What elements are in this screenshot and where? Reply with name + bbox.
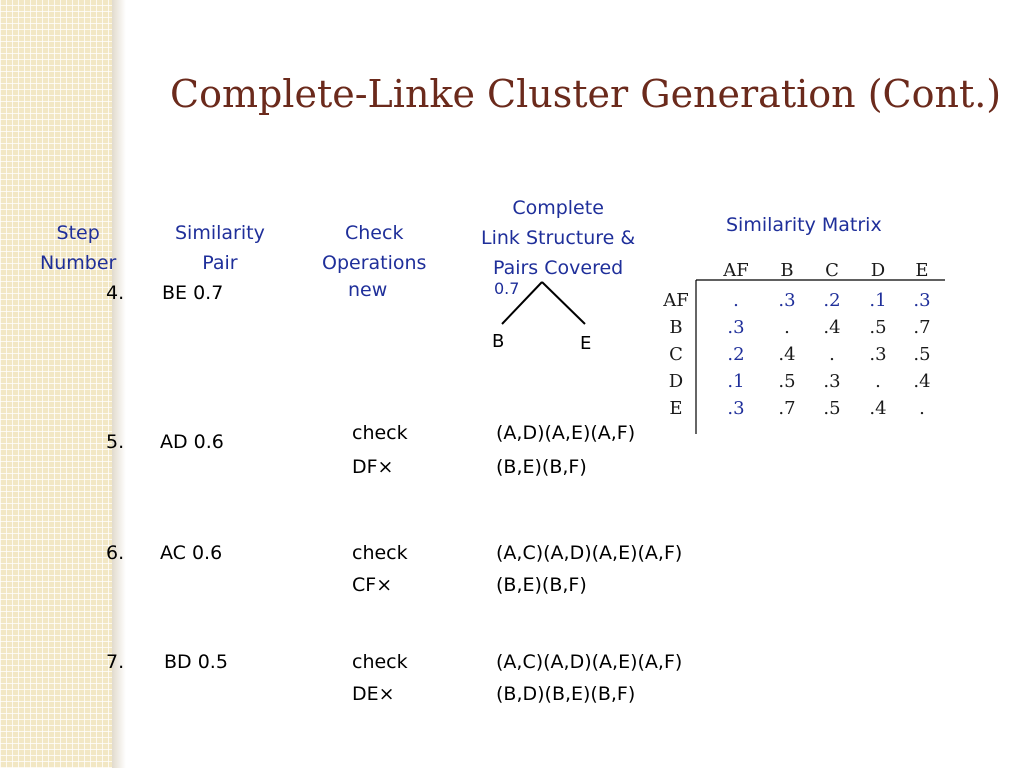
matrix-col-header: AF: [722, 260, 749, 281]
matrix-cell: .5: [778, 371, 795, 392]
header-complete-line1: Complete: [512, 197, 604, 219]
matrix-cell: .4: [913, 371, 930, 392]
header-complete-line3: Pairs Covered: [492, 257, 624, 279]
row4-step: 4.: [106, 282, 125, 304]
tree-value: 0.7: [494, 279, 519, 298]
header-check-operations: Check Operations: [322, 218, 426, 278]
matrix-cell: .5: [869, 317, 886, 338]
row4-pair: BE 0.7: [162, 282, 224, 304]
header-similarity-line2: Pair: [202, 252, 238, 274]
matrix-cell: .3: [778, 290, 795, 311]
matrix-cell: .3: [727, 398, 744, 419]
row6-pair: AC 0.6: [160, 542, 223, 564]
row6-step: 6.: [106, 542, 125, 564]
link-structure-tree: 0.7 B E: [480, 270, 620, 364]
row5-covered-b: (B,E)(B,F): [496, 456, 587, 478]
matrix-cell: .: [829, 344, 835, 365]
matrix-cell: .7: [913, 317, 930, 338]
matrix-cell: .: [733, 290, 739, 311]
row6-op-check: check: [352, 542, 408, 564]
matrix-cell: .: [875, 371, 881, 392]
header-complete-line2: Link Structure &: [481, 227, 636, 249]
row5-op-check: check: [352, 422, 408, 444]
matrix-cell: .4: [778, 344, 795, 365]
header-step-line1: Step: [56, 222, 100, 244]
side-strip-shadow: [112, 0, 126, 768]
matrix-col-header: C: [825, 260, 839, 281]
matrix-cell: .4: [869, 398, 886, 419]
matrix-cell: .3: [913, 290, 930, 311]
matrix-cell: .: [784, 317, 790, 338]
row7-covered-b: (B,D)(B,E)(B,F): [496, 683, 636, 705]
matrix-cell: .3: [869, 344, 886, 365]
matrix-cell: .4: [823, 317, 840, 338]
matrix-row-header: AF: [662, 290, 689, 311]
tree-right-branch: [541, 281, 586, 325]
matrix-cell: .3: [823, 371, 840, 392]
header-similarity-line1: Similarity: [175, 222, 265, 244]
matrix-cell: .7: [778, 398, 795, 419]
header-complete-link: Complete Link Structure & Pairs Covered: [481, 193, 635, 283]
row7-pair: BD 0.5: [164, 651, 228, 673]
matrix-cell: .3: [727, 317, 744, 338]
row5-op-result: DF×: [352, 456, 394, 478]
matrix-cell: .2: [727, 344, 744, 365]
matrix-cell: .5: [913, 344, 930, 365]
row4-operation: new: [348, 279, 388, 301]
slide-title: Complete-Linke Cluster Generation (Cont.…: [170, 72, 1002, 116]
row5-step: 5.: [106, 431, 125, 453]
row7-covered-a: (A,C)(A,D)(A,E)(A,F): [496, 651, 683, 673]
row6-covered-b: (B,E)(B,F): [496, 574, 587, 596]
decorative-side-strip: [0, 0, 112, 768]
row7-op-check: check: [352, 651, 408, 673]
matrix-row-header: C: [669, 344, 683, 365]
row6-op-result: CF×: [352, 574, 393, 596]
header-similarity-matrix: Similarity Matrix: [726, 214, 882, 236]
row7-step: 7.: [106, 651, 125, 673]
tree-leaf-right: E: [580, 333, 591, 354]
matrix-row-header: E: [669, 398, 682, 419]
matrix-row-header: B: [669, 317, 682, 338]
row6-covered-a: (A,C)(A,D)(A,E)(A,F): [496, 542, 683, 564]
matrix-cell: .1: [727, 371, 744, 392]
matrix-cell: .2: [823, 290, 840, 311]
header-check-line2: Operations: [322, 252, 427, 274]
matrix-row-header: D: [669, 371, 683, 392]
header-similarity-pair: Similarity Pair: [175, 218, 265, 278]
matrix-cell: .1: [869, 290, 886, 311]
matrix-cell: .: [919, 398, 925, 419]
header-check-line1: Check: [345, 222, 404, 244]
header-step-line2: Number: [40, 252, 117, 274]
row5-covered-a: (A,D)(A,E)(A,F): [496, 422, 636, 444]
matrix-col-header: B: [780, 260, 793, 281]
tree-leaf-left: B: [492, 331, 504, 352]
header-step-number: Step Number: [40, 218, 116, 278]
tree-left-branch: [501, 281, 543, 325]
matrix-col-header: E: [915, 260, 928, 281]
tree-diagram: 0.7 B E: [492, 279, 591, 354]
row7-op-result: DE×: [352, 683, 395, 705]
matrix-cell: .5: [823, 398, 840, 419]
row5-pair: AD 0.6: [160, 431, 224, 453]
matrix-col-header: D: [871, 260, 885, 281]
